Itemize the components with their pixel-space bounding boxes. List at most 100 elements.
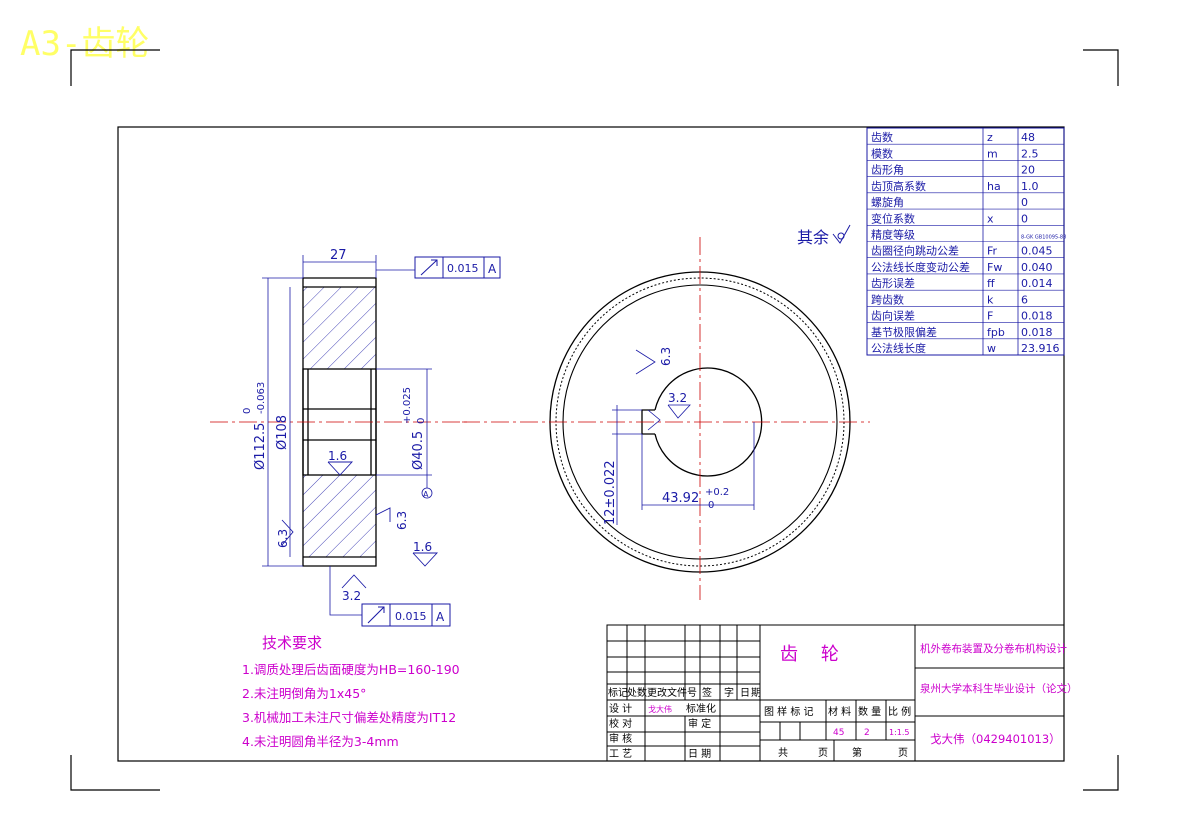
gear-param-symbol: x: [987, 212, 994, 225]
gear-param-name: 公法线长度变动公差: [871, 260, 970, 274]
gear-param-value: 6: [1021, 293, 1028, 306]
gear-param-symbol: fpb: [987, 326, 1005, 339]
gear-param-symbol: ff: [987, 277, 995, 290]
tol-top-ref: A: [488, 262, 497, 276]
mid-h-4: 比 例: [888, 705, 911, 718]
material: 45: [833, 728, 844, 738]
tb-design: 设 计: [609, 702, 632, 715]
gear-param-name: 变位系数: [871, 211, 915, 225]
gear-param-value: 0: [1021, 212, 1028, 225]
sheet-total: 共: [778, 747, 788, 759]
gear-param-value: 0: [1021, 196, 1028, 209]
gear-param-name: 模数: [871, 147, 893, 160]
school-title: 泉州大学本科生毕业设计（论文）: [920, 682, 1078, 695]
tb-designer: 戈大伟: [648, 704, 672, 714]
keyway-depth: 43.92: [662, 491, 699, 506]
mid-h-2: 材 料: [828, 705, 851, 718]
tech-item-4: 4.未注明圆角半径为3-4mm: [242, 734, 399, 749]
gear-param-symbol: z: [987, 131, 993, 144]
tol-bottom-ref: A: [436, 610, 445, 624]
dim-bore-tol-lower: 0: [416, 418, 427, 424]
gear-param-value: 0.018: [1021, 310, 1053, 323]
gear-param-name: 齿圈径向跳动公差: [871, 244, 959, 258]
keyway-width: 12±0.022: [603, 460, 618, 525]
tech-item-2: 2.未注明倒角为1x45°: [242, 686, 366, 701]
gear-param-symbol: F: [987, 310, 993, 323]
section-dimensions: [262, 255, 433, 616]
rev-h-3: 更改文件号: [647, 686, 697, 699]
tb-craft: 工 艺: [609, 748, 632, 760]
gear-param-value: 23.916: [1021, 342, 1060, 355]
gear-param-name: 齿数: [871, 131, 893, 144]
rev-h-2: 处数: [627, 686, 647, 699]
scale: 1:1.5: [889, 728, 910, 737]
sheet-page2: 页: [898, 747, 908, 759]
rev-h-1: 标记: [608, 687, 628, 699]
mid-h-3: 数 量: [858, 705, 881, 718]
quantity: 2: [864, 728, 870, 738]
rough-6-3-b: 6.3: [395, 511, 409, 530]
rough-6-3-a: 6.3: [276, 529, 290, 548]
gear-param-symbol: ha: [987, 180, 1001, 193]
tb-review: 审 定: [688, 717, 711, 730]
rev-h-4: 签: [702, 686, 712, 699]
gear-param-symbol: k: [987, 293, 994, 306]
part-name: 齿 轮: [780, 644, 839, 665]
front-view-dimensions: [612, 349, 755, 525]
roughness-marks-section: [281, 461, 439, 589]
geo-tolerance-top: 0.015 A: [414, 256, 501, 279]
tech-title: 技术要求: [262, 634, 322, 652]
rest-roughness-symbol: [832, 224, 851, 244]
keyway-depth-lower: 0: [708, 500, 714, 511]
rev-h-7: 期: [751, 687, 761, 699]
dim-width: 27: [330, 248, 347, 263]
gear-section-view: [210, 277, 470, 567]
dim-d108: Ø108: [275, 415, 290, 450]
tb-audit: 审 核: [609, 732, 632, 745]
gear-param-symbol: Fr: [987, 245, 998, 258]
technical-requirements: 技术要求 1.调质处理后齿面硬度为HB=160-190 2.未注明倒角为1x45…: [242, 634, 460, 749]
gear-param-name: 齿向误差: [871, 309, 915, 323]
geo-tolerance-bottom: 0.015 A: [361, 603, 451, 627]
mid-h-1: 图 样 标 记: [764, 705, 814, 718]
project-title: 机外卷布装置及分卷布机构设计: [920, 642, 1067, 655]
sheet-page: 页: [818, 747, 828, 759]
gear-param-name: 齿顶高系数: [871, 179, 926, 193]
sheet-corner-label: A3-齿轮: [20, 24, 149, 64]
gear-param-symbol: m: [987, 147, 998, 160]
tech-item-3: 3.机械加工未注尺寸偏差处精度为IT12: [242, 710, 456, 725]
rev-h-6: 日: [740, 688, 750, 699]
sheet-corner-marks: [70, 49, 1119, 791]
tb-date: 日 期: [688, 748, 711, 760]
gear-param-value: 0.045: [1021, 245, 1053, 258]
dim-od-tol-lower: -0.063: [256, 382, 267, 414]
rough-3-2-b: 3.2: [668, 391, 687, 405]
sheet-no: 第: [852, 746, 862, 759]
gear-param-value: 48: [1021, 131, 1035, 144]
dim-bore-tol-upper: +0.025: [402, 387, 413, 424]
gear-param-name: 齿形误差: [871, 276, 915, 290]
dim-od-tol-upper: 0: [242, 408, 253, 414]
tech-item-1: 1.调质处理后齿面硬度为HB=160-190: [242, 662, 460, 677]
rough-3-2-a: 3.2: [342, 589, 361, 603]
tb-check: 校 对: [609, 717, 632, 730]
gear-param-value: 8-GK GB10095-88: [1021, 235, 1066, 241]
dim-bore-main: Ø40.5: [411, 431, 426, 470]
rough-1-6-b: 1.6: [413, 540, 432, 554]
drawing-frame: [117, 126, 1065, 762]
title-block: 标记 处数 更改文件号 签 字 日 期 设 计 戈大伟 标准化 校 对 审 定 …: [606, 624, 1078, 762]
gear-param-value: 20: [1021, 164, 1035, 177]
gear-param-symbol: Fw: [987, 261, 1002, 274]
tol-top-value: 0.015: [447, 262, 479, 275]
gear-param-name: 齿形角: [871, 164, 904, 177]
gear-param-name: 基节极限偏差: [871, 325, 937, 339]
gear-param-value: 0.018: [1021, 326, 1053, 339]
rev-h-5: 字: [724, 686, 734, 699]
rough-1-6-a: 1.6: [328, 449, 347, 463]
gear-param-name: 螺旋角: [871, 195, 904, 209]
rest-roughness-label: 其余: [797, 228, 829, 247]
tol-bottom-value: 0.015: [395, 610, 427, 623]
gear-param-value: 0.040: [1021, 261, 1053, 274]
